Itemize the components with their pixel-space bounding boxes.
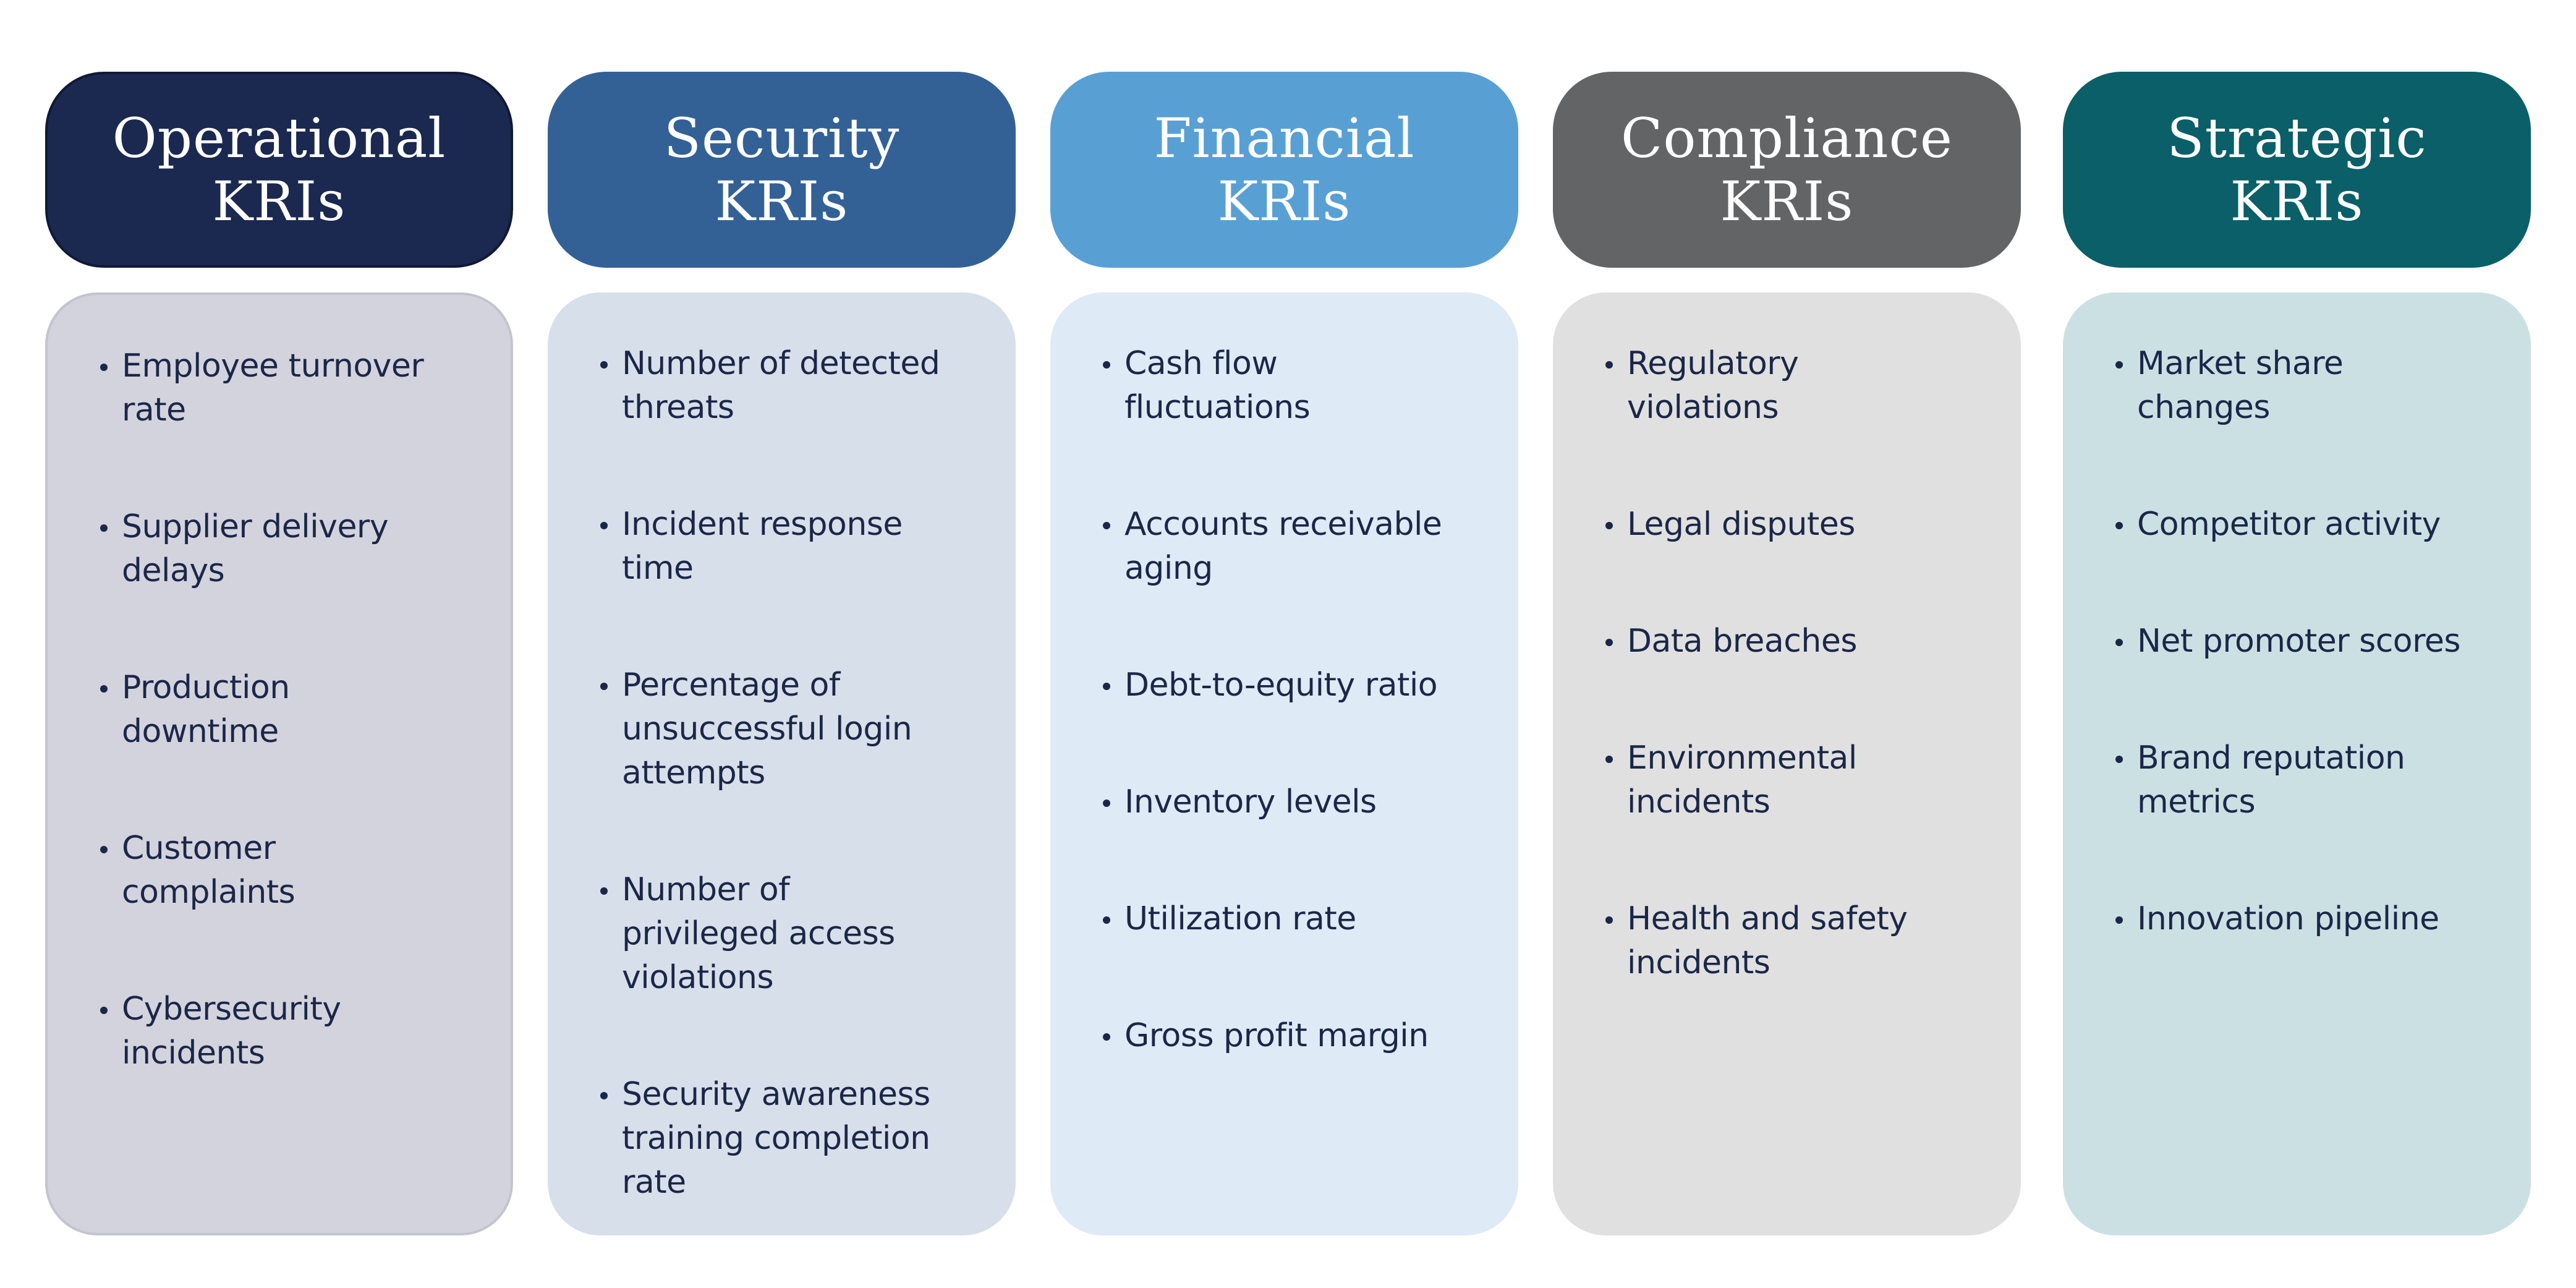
column-title-line1: Strategic [2167,106,2427,170]
column-title-line2: KRIs [2230,169,2364,233]
column-title-line2: KRIs [212,169,346,233]
column-title-line2: KRIs [1720,169,1854,233]
column-body-financial: Cash flow fluctuations Accounts receivab… [1050,292,1518,1235]
list-item: Inventory levels [1100,780,1520,824]
list-item: Health and safety incidents [1602,897,1973,985]
kri-list-operational: Employee turnover rate Supplier delivery… [97,344,493,1148]
column-header-strategic: Strategic KRIs [2063,72,2531,268]
column-strategic: Strategic KRIs Market share changes Comp… [2063,0,2531,1288]
column-body-security: Number of detected threats Incident resp… [548,292,1016,1235]
list-item: Gross profit margin [1100,1014,1520,1058]
column-title-line1: Security [663,106,900,170]
list-item: Regulatory violations [1602,342,1911,430]
list-item: Debt-to-equity ratio [1100,663,1520,707]
column-title-line2: KRIs [715,169,849,233]
column-header-financial: Financial KRIs [1050,72,1518,268]
list-item: Environmental incidents [1602,736,1936,824]
list-item: Net promoter scores [2112,620,2533,663]
list-item: Production downtime [97,666,456,754]
list-item: Incident response time [597,503,956,591]
list-item: Cybersecurity incidents [97,987,456,1075]
column-title-line2: KRIs [1217,169,1351,233]
kri-list-security: Number of detected threats Incident resp… [597,342,993,1277]
list-item: Supplier delivery delays [97,505,456,593]
column-title-line1: Financial [1154,106,1415,170]
column-body-compliance: Regulatory violations Legal disputes Dat… [1553,292,2021,1235]
list-item: Competitor activity [2112,503,2533,547]
column-security: Security KRIs Number of detected threats… [548,0,1016,1288]
list-item: Brand reputation metrics [2112,736,2459,824]
column-header-security: Security KRIs [548,72,1016,268]
list-item: Innovation pipeline [2112,897,2533,941]
list-item: Legal disputes [1602,503,2010,547]
kri-list-compliance: Regulatory violations Legal disputes Dat… [1602,342,1998,1058]
kri-list-financial: Cash flow fluctuations Accounts receivab… [1100,342,1495,1131]
list-item: Percentage of unsuccessful login attempt… [597,663,968,795]
column-title-line1: Compliance [1621,106,1953,170]
list-item: Employee turnover rate [97,344,456,432]
list-item: Security awareness training completion r… [597,1073,980,1205]
column-compliance: Compliance KRIs Regulatory violations Le… [1553,0,2021,1288]
list-item: Number of privileged access violations [597,868,956,1000]
column-body-operational: Employee turnover rate Supplier delivery… [45,292,513,1235]
column-header-operational: Operational KRIs [45,72,513,268]
column-header-compliance: Compliance KRIs [1553,72,2021,268]
kri-list-strategic: Market share changes Competitor activity… [2112,342,2508,1014]
list-item: Accounts receivable aging [1100,503,1520,591]
list-item: Customer complaints [97,827,456,915]
column-operational: Operational KRIs Employee turnover rate … [45,0,513,1288]
column-title-line1: Operational [112,106,446,170]
list-item: Market share changes [2112,342,2421,430]
column-body-strategic: Market share changes Competitor activity… [2063,292,2531,1235]
column-financial: Financial KRIs Cash flow fluctuations Ac… [1050,0,1518,1288]
list-item: Cash flow fluctuations [1100,342,1384,430]
list-item: Data breaches [1602,620,2010,663]
list-item: Utilization rate [1100,897,1520,941]
list-item: Number of detected threats [597,342,980,430]
